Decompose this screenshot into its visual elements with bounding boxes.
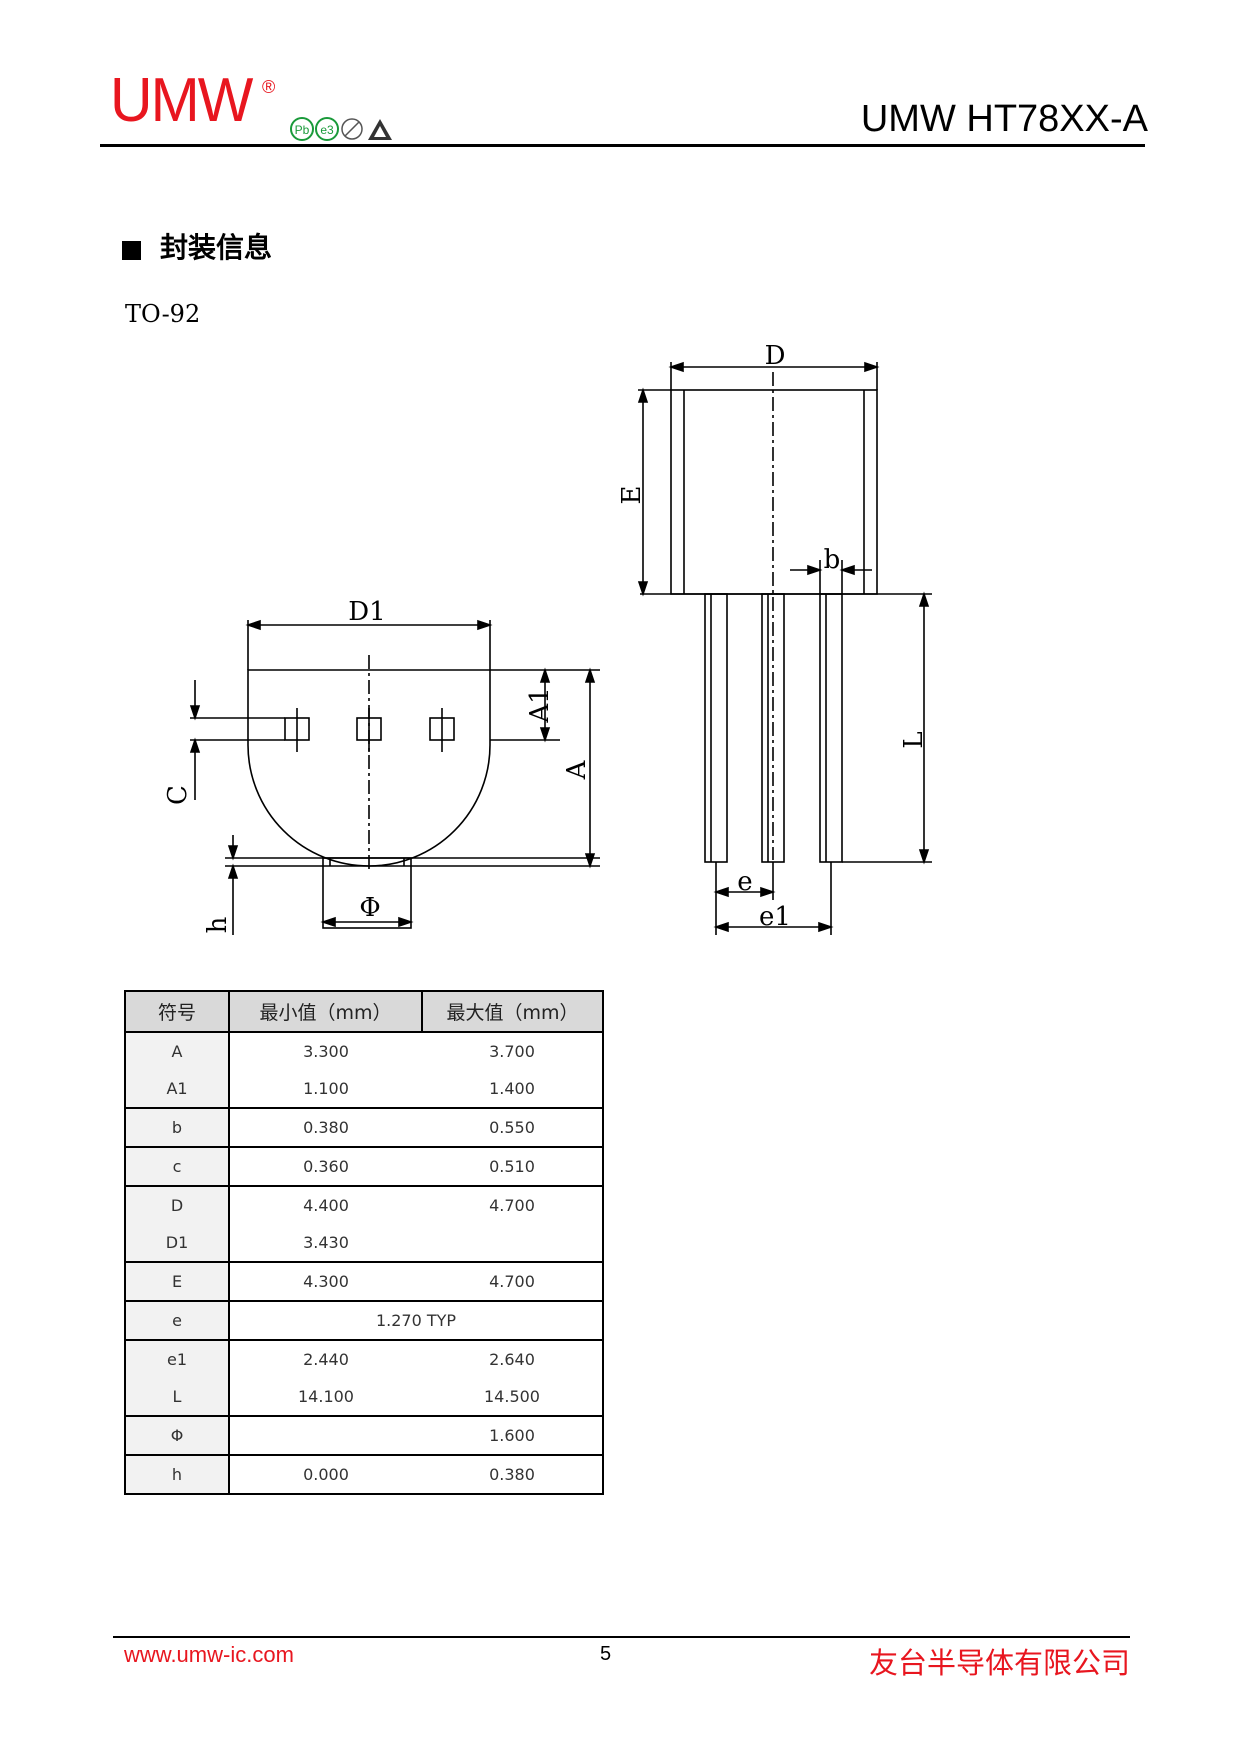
label-L: L <box>899 731 929 748</box>
table-row: A1 1.100 1.400 <box>124 1070 604 1108</box>
table-header-row: 符号 最小值（mm） 最大值（mm） <box>124 990 604 1033</box>
label-D: D <box>765 341 786 371</box>
e3-icon: e3 <box>315 117 339 141</box>
lead-1 <box>704 593 728 863</box>
label-phi: Φ <box>359 893 380 923</box>
pb-free-icon: Pb <box>290 117 314 141</box>
company-name: 友台半导体有限公司 <box>868 1646 1130 1680</box>
table-row: Φ 1.600 <box>124 1415 604 1455</box>
section-bullet-icon <box>122 241 141 260</box>
footer-website-link[interactable]: www.umw-ic.com <box>124 1642 294 1667</box>
label-C: C <box>163 785 193 805</box>
label-A1: A1 <box>525 687 555 723</box>
table-row: h 0.000 0.380 <box>124 1454 604 1495</box>
label-b: b <box>824 545 841 575</box>
pin-phi <box>322 857 412 929</box>
label-e: e <box>737 867 752 897</box>
package-outline-drawing: D E b L e e1 D1 A1 A C h Φ <box>163 341 932 935</box>
table-row: D1 3.430 <box>124 1224 604 1262</box>
table-row: c 0.360 0.510 <box>124 1146 604 1186</box>
header-max: 最大值（mm） <box>421 990 604 1033</box>
certification-icons: Pb e3 <box>290 117 392 141</box>
svg-text:e3: e3 <box>320 123 334 137</box>
table-row: D 4.400 4.700 <box>124 1185 604 1224</box>
esd-icon <box>368 119 392 140</box>
footer-divider <box>113 1636 1130 1638</box>
section-title: 封装信息 <box>160 231 273 264</box>
table-row: e 1.270 TYP <box>124 1300 604 1340</box>
package-name: TO-92 <box>125 300 201 328</box>
header-symbol: 符号 <box>124 990 230 1033</box>
table-row: b 0.380 0.550 <box>124 1107 604 1147</box>
label-E: E <box>617 486 647 505</box>
page-number: 5 <box>600 1643 612 1665</box>
part-number: UMW HT78XX-A <box>860 98 1148 140</box>
registered-mark: ® <box>262 77 276 97</box>
header-divider <box>100 144 1145 147</box>
svg-text:Pb: Pb <box>295 123 310 137</box>
label-D1: D1 <box>348 597 385 627</box>
body-side-view <box>670 389 878 595</box>
label-A: A <box>562 759 592 780</box>
rohs-icon <box>341 118 363 140</box>
table-row: E 4.300 4.700 <box>124 1261 604 1301</box>
label-e1: e1 <box>759 902 791 932</box>
table-row: e1 2.440 2.640 <box>124 1339 604 1378</box>
header-min: 最小值（mm） <box>228 990 423 1033</box>
table-row: A 3.300 3.700 <box>124 1031 604 1070</box>
brand-logo: UMW <box>110 66 253 135</box>
lead-3 <box>819 593 843 863</box>
label-h: h <box>203 916 233 933</box>
table-row: L 14.100 14.500 <box>124 1378 604 1416</box>
dimension-table: 符号 最小值（mm） 最大值（mm） A 3.300 3.700 A1 1.10… <box>124 990 604 1495</box>
